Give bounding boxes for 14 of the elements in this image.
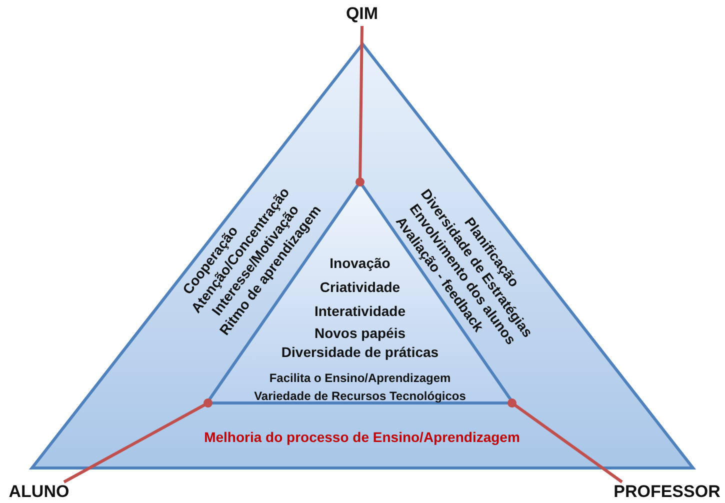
- triangle-panel: [30, 42, 695, 470]
- item-text: Interatividade: [314, 304, 406, 318]
- item-text: Inovação: [330, 256, 390, 270]
- connector-line: [63, 398, 212, 484]
- item-text: Diversidade de práticas: [281, 345, 439, 359]
- item-text: Melhoria do processo de Ensino/Aprendizagem: [204, 430, 520, 444]
- item-text: Facilita o Ensino/Aprendizagem: [269, 372, 451, 384]
- item-text: Variedade de Recursos Tecnológicos: [254, 390, 466, 402]
- item-text: Novos papéis: [314, 326, 406, 340]
- vertex-label: ALUNO: [4, 482, 74, 502]
- connector-line: [508, 398, 623, 484]
- item-text: Criatividade: [320, 280, 400, 294]
- vertex-label: QIM: [337, 4, 387, 26]
- vertex-label: PROFESSOR: [612, 482, 722, 502]
